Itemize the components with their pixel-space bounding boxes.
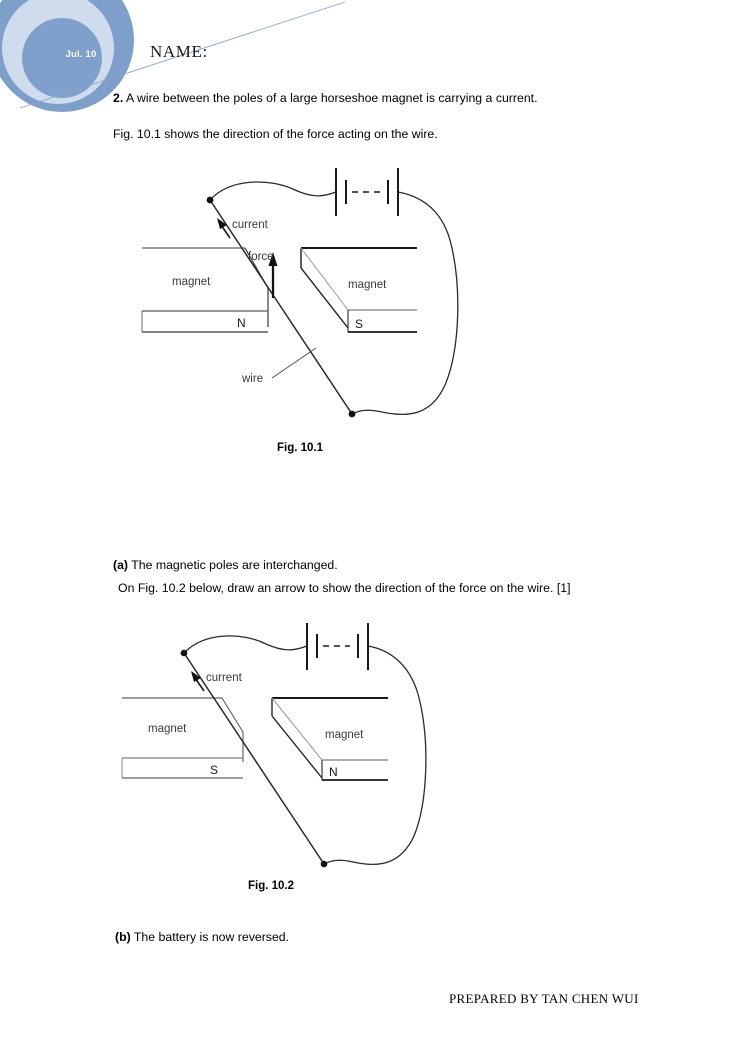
left-pole-label-2: S [210,763,218,777]
figure-intro-text: Fig. 10.1 shows the direction of the for… [113,127,438,141]
figure-10-1: magnet N magnet S [120,160,500,460]
footer-credit: PREPARED BY TAN CHEN WUI [449,991,639,1006]
part-b-text: The battery is now reversed. [133,930,290,944]
current-label: current [232,219,269,231]
current-arrow-2 [191,671,205,692]
question-number: 2. [113,91,124,105]
header-diagonal-rule [19,1,346,109]
current-arrow [217,218,231,239]
left-magnet-shape-2 [121,697,244,779]
figure-1-caption: Fig. 10.1 [277,442,324,454]
part-a-statement: (a) The magnetic poles are interchanged. [113,557,338,573]
wire-label: wire [241,373,263,385]
question-statement: 2. A wire between the poles of a large h… [113,90,538,106]
right-magnet-label: magnet [348,279,387,291]
wire-leader-line [271,347,317,379]
circuit-wire [209,181,459,415]
current-label-2: current [206,672,243,684]
right-magnet-shape [300,247,417,333]
question-text: A wire between the poles of a large hors… [126,91,538,105]
wire-terminal-top-2 [180,649,188,657]
left-pole-label: N [237,316,246,330]
figure-10-2: magnet S magnet N [100,620,460,900]
force-arrow [268,252,278,298]
part-b-marker: (b) [115,930,131,944]
force-label: force [248,251,274,263]
battery-symbol-2 [306,623,369,670]
part-a-marker: (a) [113,558,129,572]
part-a-text: The magnetic poles are interchanged. [131,558,338,572]
name-field-label: NAME: [150,42,208,61]
wire-terminal-bottom [348,410,356,418]
figure-2-caption: Fig. 10.2 [248,880,295,892]
battery-symbol [335,168,399,216]
right-pole-label: S [355,317,363,331]
right-magnet-label-2: magnet [325,729,364,741]
wire-terminal-bottom-2 [320,860,328,868]
left-magnet-shape [141,247,269,333]
right-magnet-shape-2 [271,697,388,781]
date-badge-label: Jul. 10 [65,49,97,60]
part-a-instruction: On Fig. 10.2 below, draw an arrow to sho… [118,581,571,595]
circuit-wire-2 [183,635,427,866]
right-pole-label-2: N [329,765,338,779]
part-b-statement: (b) The battery is now reversed. [115,929,289,945]
wire-terminal-top [206,196,214,204]
left-magnet-label: magnet [172,276,211,288]
left-magnet-label-2: magnet [148,723,187,735]
